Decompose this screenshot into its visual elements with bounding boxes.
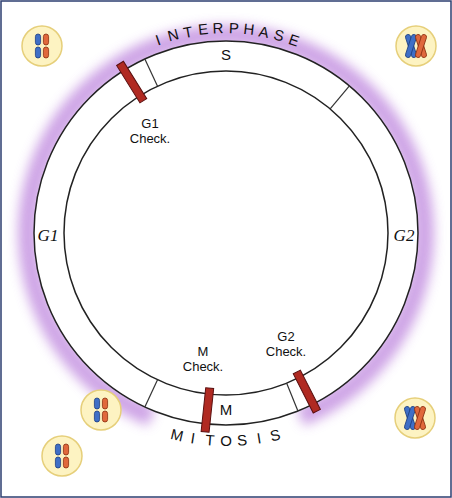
chromosome-icon [22, 26, 62, 66]
phase-divider [287, 383, 298, 411]
title-letter: I [190, 430, 197, 448]
chromosome-icon [396, 26, 436, 66]
title-letter: S [237, 431, 248, 449]
phase-divider [330, 86, 349, 109]
title-letter: S [268, 426, 282, 445]
phase-name: M [220, 401, 233, 418]
checkpoint-bar [293, 370, 320, 413]
title-letter: R [213, 19, 224, 37]
checkpoint-bar [117, 61, 147, 103]
checkpoint-label: G2 Check. [266, 330, 306, 360]
phase-name: G2 [394, 226, 415, 246]
checkpoint-label: M Check. [183, 345, 223, 375]
ring-outer [34, 41, 418, 425]
chromosome-icon [81, 390, 121, 430]
title-letter: I [255, 430, 262, 448]
chromosome-icon [395, 398, 435, 438]
ring-inner [64, 71, 388, 395]
interphase-glow [18, 25, 434, 426]
title-letter: P [228, 19, 239, 37]
phase-name: G1 [38, 226, 59, 246]
title-letter: H [243, 20, 256, 38]
phase-divider [145, 380, 158, 407]
checkpoint-label: G1 Check. [130, 117, 170, 147]
title-letter: E [197, 20, 209, 38]
title-letter: T [204, 431, 214, 449]
title-letter: O [220, 432, 232, 449]
checkpoint-bar [201, 388, 214, 433]
phase-divider [145, 59, 158, 86]
title-letter: M [169, 425, 185, 445]
chromosome-icon [42, 436, 82, 476]
phase-name: S [221, 46, 231, 63]
